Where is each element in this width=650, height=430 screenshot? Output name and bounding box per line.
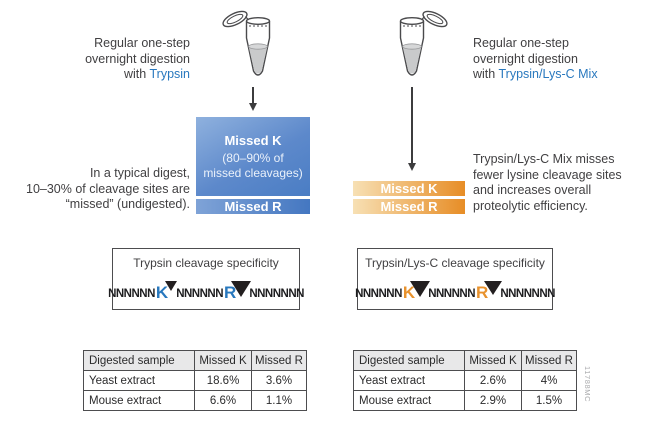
- right-note-text: Trypsin/Lys-C Mix misses fewer lysine cl…: [473, 152, 622, 214]
- right-intro-line2: overnight digestion: [473, 51, 578, 66]
- arrow-shaft: [252, 87, 254, 103]
- missed-k-value: 2.9%: [464, 390, 522, 411]
- sample-cell: Yeast extract: [353, 370, 465, 391]
- arrow-shaft: [411, 87, 413, 163]
- right-intro-line1: Regular one-step: [473, 36, 569, 50]
- peptide-sequence: NNNNNN K NNNNNN R NNNNNNN: [355, 281, 555, 301]
- missed-r-bar-orange: Missed R: [353, 199, 465, 214]
- missed-r-value: 3.6%: [251, 370, 307, 391]
- missed-k-bar-orange: Missed K: [353, 181, 465, 196]
- trypsin-lysc-specificity-box: Trypsin/Lys-C cleavage specificity NNNNN…: [355, 248, 555, 310]
- missed-r-bar-blue: Missed R: [196, 199, 310, 214]
- table-row: Mouse extract 2.9% 1.5%: [353, 390, 577, 411]
- peptide-sequence: NNNNNN K NNNNNN R NNNNNNN: [108, 281, 304, 302]
- table-row: Yeast extract 2.6% 4%: [353, 370, 577, 391]
- left-note-text: In a typical digest, 10–30% of cleavage …: [0, 166, 190, 213]
- right-note-line1: Trypsin/Lys-C Mix misses: [473, 152, 615, 166]
- table-header-row: Digested sample Missed K Missed R: [353, 350, 577, 371]
- missed-k-sub2: missed cleavages): [203, 165, 303, 180]
- missed-k-value: 6.6%: [194, 390, 252, 411]
- sequence-n-run: NNNNNNN: [249, 288, 304, 300]
- arrow-head: [249, 103, 257, 111]
- microcentrifuge-tube-icon: [399, 10, 448, 76]
- left-enzyme-name: Trypsin: [149, 67, 190, 81]
- right-intro-text: Regular one-step overnight digestion wit…: [473, 36, 598, 83]
- sequence-n-run: NNNNNN: [176, 288, 224, 300]
- down-arrow-icon: [248, 87, 258, 111]
- missed-k-value: 2.6%: [464, 370, 522, 391]
- missed-cleavage-blue-box: Missed K (80–90% of missed cleavages) Mi…: [196, 117, 310, 214]
- header-missed-k: Missed K: [464, 350, 522, 371]
- header-digested-sample: Digested sample: [83, 350, 195, 371]
- right-intro-with: with: [473, 67, 496, 81]
- table-row: Mouse extract 6.6% 1.1%: [83, 390, 307, 411]
- spec-title: Trypsin cleavage specificity: [133, 256, 279, 270]
- left-intro-line2: overnight digestion: [85, 51, 190, 66]
- cleavage-marker-r-icon: [484, 281, 503, 295]
- trypsin-lysc-results-table: Digested sample Missed K Missed R Yeast …: [353, 350, 577, 411]
- left-note-line2: 10–30% of cleavage sites are: [26, 181, 190, 196]
- table-row: Yeast extract 18.6% 3.6%: [83, 370, 307, 391]
- sample-cell: Mouse extract: [353, 390, 465, 411]
- sequence-n-run: NNNNNN: [108, 288, 155, 300]
- cleavage-marker-k-icon: [165, 281, 178, 291]
- microcentrifuge-tube-icon: [222, 10, 271, 76]
- sequence-n-run: NNNNNNN: [500, 288, 555, 300]
- right-note-line3: and increases overall: [473, 183, 592, 197]
- trypsin-results-table: Digested sample Missed K Missed R Yeast …: [83, 350, 307, 411]
- arrow-head: [408, 163, 416, 171]
- down-arrow-icon: [407, 87, 417, 171]
- missed-r-value: 1.5%: [521, 390, 577, 411]
- header-missed-r: Missed R: [251, 350, 307, 371]
- figure-code-watermark: 11788MC: [583, 366, 592, 403]
- header-missed-k: Missed K: [194, 350, 252, 371]
- right-intro-line3: with Trypsin/Lys-C Mix: [473, 67, 598, 83]
- spec-title: Trypsin/Lys-C cleavage specificity: [365, 256, 545, 270]
- cleavage-marker-k-icon: [410, 281, 431, 297]
- missed-r-value: 1.1%: [251, 390, 307, 411]
- left-intro-line1: Regular one-step: [94, 36, 190, 50]
- missed-k-label: Missed K: [224, 132, 282, 148]
- table-header-row: Digested sample Missed K Missed R: [83, 350, 307, 371]
- left-intro-text: Regular one-step overnight digestion wit…: [0, 36, 190, 83]
- sequence-n-run: NNNNNN: [355, 288, 402, 300]
- sample-cell: Yeast extract: [83, 370, 195, 391]
- header-digested-sample: Digested sample: [353, 350, 465, 371]
- missed-k-value: 18.6%: [194, 370, 252, 391]
- left-note-line3: “missed” (undigested).: [65, 197, 190, 211]
- right-note-line4: proteolytic efficiency.: [473, 198, 588, 213]
- left-intro-line3: with Trypsin: [0, 67, 190, 83]
- sample-cell: Mouse extract: [83, 390, 195, 411]
- left-intro-with: with: [124, 67, 147, 81]
- trypsin-specificity-box: Trypsin cleavage specificity NNNNNN K NN…: [108, 248, 304, 310]
- missed-k-panel: Missed K (80–90% of missed cleavages): [196, 117, 310, 196]
- left-note-line1: In a typical digest,: [89, 166, 190, 180]
- missed-r-value: 4%: [521, 370, 577, 391]
- right-enzyme-name: Trypsin/Lys-C Mix: [498, 67, 598, 81]
- sequence-n-run: NNNNNN: [428, 288, 476, 300]
- lysine-k-letter: K: [155, 283, 169, 302]
- header-missed-r: Missed R: [521, 350, 577, 371]
- right-note-line2: fewer lysine cleavage sites: [473, 167, 622, 182]
- missed-k-sub1: (80–90% of: [222, 150, 284, 165]
- cleavage-marker-r-icon: [231, 281, 252, 297]
